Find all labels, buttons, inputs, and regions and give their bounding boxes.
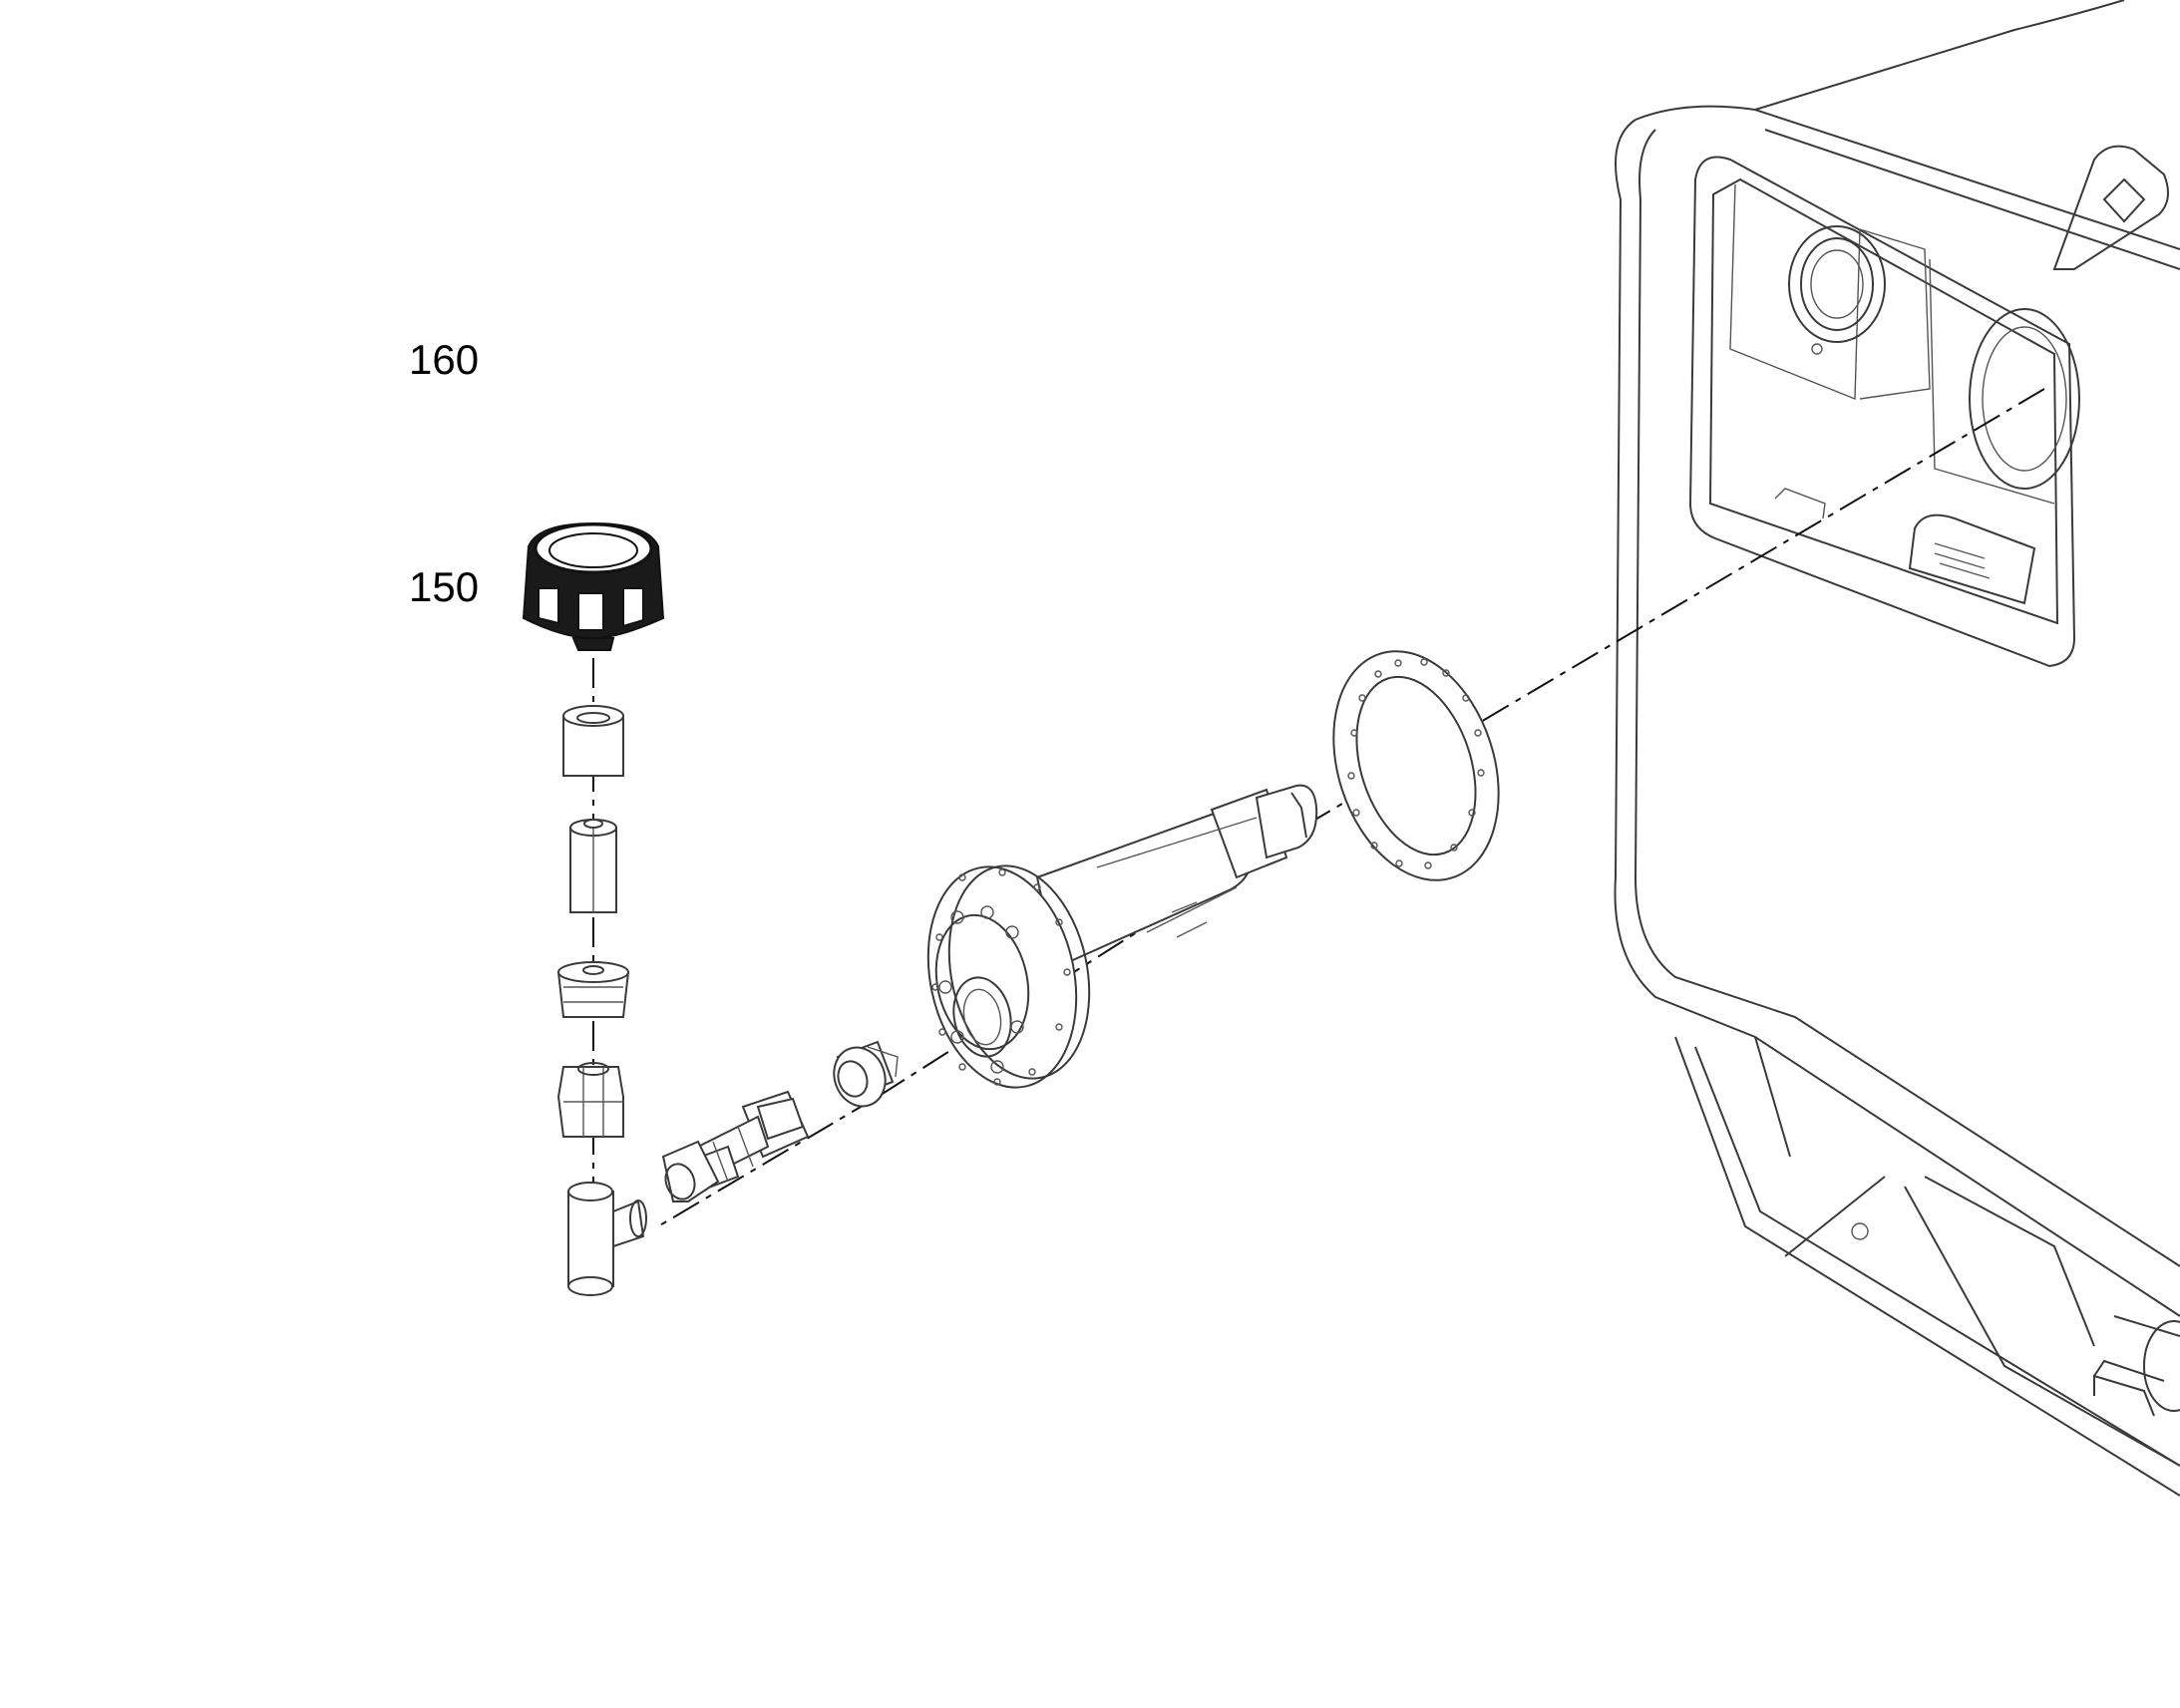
callout-160: 160: [409, 336, 480, 383]
gasket: [1332, 650, 1500, 881]
shaft-flange-assembly: [926, 784, 1318, 1089]
axis-main-lower: [877, 829, 1299, 1098]
sleeve: [562, 705, 624, 777]
tee-fitting: [567, 1182, 647, 1296]
axis-main: [1297, 388, 2045, 831]
threaded-fitting: [833, 1040, 899, 1108]
threaded-adapter: [556, 961, 630, 1018]
hex-coupler: [556, 1062, 624, 1138]
compression-nut: [661, 1140, 720, 1202]
hex-bolt-fitting: [686, 1090, 810, 1194]
callout-150: 150: [409, 563, 480, 610]
hex-nipple: [569, 819, 617, 913]
filler-cap: [522, 521, 665, 651]
tank-housing: [1614, 0, 2180, 1497]
axis-lower-branch: [657, 1096, 879, 1227]
